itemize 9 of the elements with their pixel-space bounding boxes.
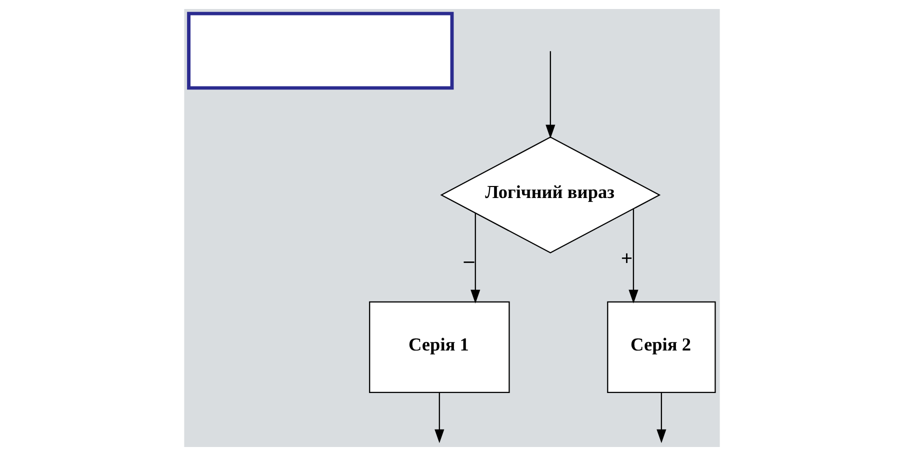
arrow bbox=[628, 208, 638, 304]
arrow bbox=[434, 392, 444, 443]
arrow bbox=[656, 392, 666, 443]
node-box: Серія 2 bbox=[606, 300, 716, 392]
arrow bbox=[545, 50, 555, 138]
node-diamond: Логічний вираз bbox=[440, 136, 660, 253]
arrow bbox=[470, 212, 480, 304]
node-box: Серія 1 bbox=[368, 300, 510, 392]
node-box bbox=[186, 11, 454, 90]
